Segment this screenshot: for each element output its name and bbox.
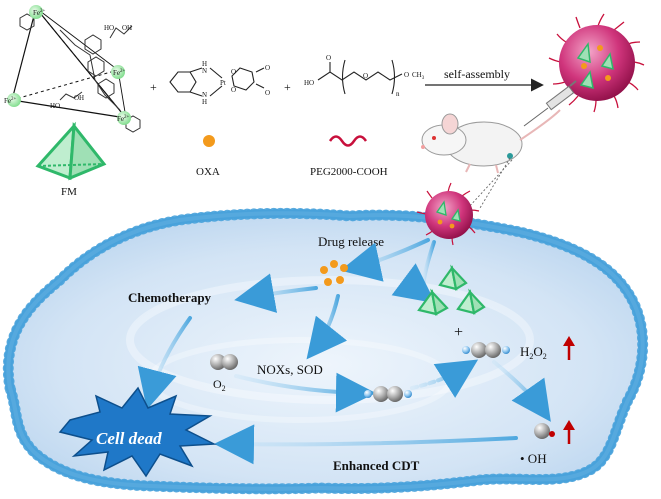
fe-ion-4 xyxy=(117,111,131,125)
pathway-arrows xyxy=(137,238,551,465)
released-fm-pyramids xyxy=(417,264,486,316)
peg-ch3: CH3 xyxy=(412,71,425,81)
nanoparticle-large xyxy=(548,13,645,113)
fe-label-1: Fe2+ xyxy=(33,9,46,17)
cell-dead-burst xyxy=(58,386,217,478)
oxa-o-1: O xyxy=(231,68,236,76)
oxa-o-4: O xyxy=(265,89,270,97)
cell-dead-label: Cell dead xyxy=(96,429,162,448)
h2o2-molecule-icon-2 xyxy=(462,342,510,358)
mouse-illustration xyxy=(421,109,561,174)
fe-ion-1 xyxy=(29,5,43,19)
enhanced-cdt-label: Enhanced CDT xyxy=(333,458,420,473)
fm-oh-label: OH xyxy=(122,24,132,32)
oxa-pt: Pt xyxy=(220,79,226,87)
chemotherapy-label: Chemotherapy xyxy=(128,290,212,305)
fm-label: FM xyxy=(61,186,77,198)
oxa-dot-icon xyxy=(203,135,215,147)
zoom-guide-lines xyxy=(467,157,513,209)
up-arrow-icon-oh xyxy=(563,420,575,444)
plus-sign-1: + xyxy=(150,80,157,94)
oxa-h-1: H xyxy=(202,60,207,68)
fe-label-4: Fe2+ xyxy=(117,115,130,123)
fm-pyramid-icon xyxy=(35,121,107,181)
fe-label-2: Fe2+ xyxy=(113,69,126,77)
noxs-sod-label: NOXs, SOD xyxy=(257,362,323,377)
oxa-h-2: H xyxy=(202,98,207,106)
peg-ho: HO xyxy=(304,79,314,87)
peg-o-ether: O xyxy=(363,72,368,80)
fe-label-3: Fe2+ xyxy=(4,97,17,105)
oxa-n-1: N xyxy=(202,67,207,75)
oxa-cluster-icon xyxy=(320,260,348,286)
o2-label: O2 xyxy=(213,377,226,393)
plus-sign-2: + xyxy=(284,80,291,94)
oh-radical-label: • OH xyxy=(520,451,547,466)
oxa-o-3: O xyxy=(265,64,270,72)
fm-ho-label-2: HO xyxy=(50,102,60,110)
fm-ho-label: HO xyxy=(104,24,114,32)
oh-radical-icon xyxy=(534,423,555,439)
fe-ion-2 xyxy=(111,65,125,79)
oxa-n-2: N xyxy=(202,91,207,99)
up-arrow-icon-h2o2 xyxy=(563,336,575,360)
syringe-icon xyxy=(523,80,577,127)
peg-structure: O HO O n O CH3 xyxy=(304,54,425,98)
peg-o-methoxy: O xyxy=(404,71,409,79)
plus-sign-cell: + xyxy=(454,324,463,341)
nanoparticle-small xyxy=(416,182,480,246)
fe-ion-3 xyxy=(7,93,21,107)
peg-wave-icon xyxy=(328,135,368,147)
peg-o-carbonyl: O xyxy=(326,54,331,62)
oxa-label: OXA xyxy=(196,166,220,178)
o2-molecule-icon xyxy=(210,354,238,370)
fm-cage-structure: Fe2+ Fe2+ Fe2+ Fe2+ HO OH HO OH xyxy=(4,5,141,133)
oxa-structure: H N N H Pt O O O O xyxy=(169,60,270,106)
fm-oh-label-2: OH xyxy=(74,94,84,102)
peg-n: n xyxy=(396,90,400,98)
h2o2-molecule-icon xyxy=(364,386,412,402)
h2o2-label: H2O2 xyxy=(520,344,547,361)
peg-label: PEG2000-COOH xyxy=(310,166,388,178)
oxa-o-2: O xyxy=(231,86,236,94)
self-assembly-label: self-assembly xyxy=(444,67,510,81)
drug-release-label: Drug release xyxy=(318,234,384,249)
